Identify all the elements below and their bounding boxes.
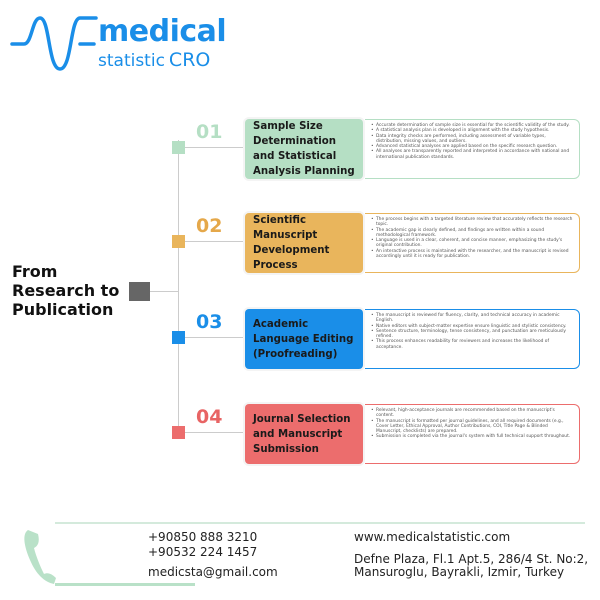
step-point: Native editors with subject-matter exper…	[371, 324, 573, 330]
logo-cro: CRO	[168, 49, 211, 71]
step-point: The manuscript is formatted per journal …	[371, 419, 573, 435]
title-marker	[129, 282, 150, 301]
step-connector	[185, 337, 245, 338]
step-marker	[172, 235, 185, 248]
step-description: The process begins with a targeted liter…	[365, 213, 580, 273]
step-4: 04 Journal Selection and Manuscript Subm…	[0, 404, 600, 466]
step-title-box: Sample Size Determination and Statistica…	[245, 119, 363, 179]
step-point: The process begins with a targeted liter…	[371, 217, 573, 228]
step-connector	[185, 147, 245, 148]
step-number: 02	[196, 215, 223, 237]
step-point: Language is used in a clear, coherent, a…	[371, 238, 573, 249]
phone-number-1[interactable]: +90850 888 3210	[148, 530, 258, 544]
step-point: All analyses are transparently reported …	[371, 149, 573, 160]
step-number: 03	[196, 311, 223, 333]
step-number: 04	[196, 406, 223, 428]
title-connector	[150, 291, 178, 292]
step-point: A statistical analysis plan is developed…	[371, 128, 573, 134]
step-number: 01	[196, 121, 223, 143]
email-link[interactable]: medicsta@gmail.com	[148, 565, 278, 579]
step-1: 01 Sample Size Determination and Statist…	[0, 119, 600, 181]
step-point: Accurate determination of sample size is…	[371, 123, 573, 129]
step-title: Academic Language Editing (Proofreading)	[253, 318, 354, 360]
step-title-box: Journal Selection and Manuscript Submiss…	[245, 404, 363, 464]
phone-number-2[interactable]: +90532 224 1457	[148, 545, 258, 559]
step-title-box: Scientific Manuscript Development Proces…	[245, 213, 363, 273]
step-connector	[185, 241, 245, 242]
step-description: Accurate determination of sample size is…	[365, 119, 580, 179]
page-title: From Research to Publication	[12, 262, 120, 319]
step-description: Relevant, high-acceptance journals are r…	[365, 404, 580, 464]
logo-statistic: statistic	[98, 51, 165, 71]
step-point: This process enhances readability for re…	[371, 339, 573, 350]
website-link[interactable]: www.medicalstatistic.com	[354, 530, 511, 544]
step-point: Data integrity checks are performed, inc…	[371, 134, 573, 145]
step-title-box: Academic Language Editing (Proofreading)	[245, 309, 363, 369]
step-point: An interactive process is maintained wit…	[371, 249, 573, 260]
step-marker	[172, 426, 185, 439]
step-point: Advanced statistical analyses are applie…	[371, 144, 573, 150]
address-line-2: Mansuroglu, Bayrakli, Izmir, Turkey	[354, 565, 565, 579]
step-point: The manuscript is reviewed for fluency, …	[371, 313, 573, 324]
step-description: The manuscript is reviewed for fluency, …	[365, 309, 580, 369]
timeline-line	[178, 140, 179, 433]
phone-icon	[24, 530, 56, 584]
logo-medical: medical	[98, 14, 227, 49]
step-title: Journal Selection and Manuscript Submiss…	[253, 413, 351, 455]
step-point: The academic gap is clearly defined, and…	[371, 228, 573, 239]
address-line-1: Defne Plaza, Fl.1 Apt.5, 286/4 St. No:2,	[354, 552, 589, 566]
wave-logo-icon	[10, 16, 98, 71]
step-point: Relevant, high-acceptance journals are r…	[371, 408, 573, 419]
step-2: 02 Scientific Manuscript Development Pro…	[0, 213, 600, 275]
footer-divider	[55, 522, 585, 524]
footer-underline	[55, 583, 195, 586]
step-point: Submission is completed via the journal'…	[371, 434, 573, 440]
step-point: Sentence structure, terminology, tense c…	[371, 329, 573, 340]
step-marker	[172, 141, 185, 154]
step-title: Scientific Manuscript Development Proces…	[253, 215, 330, 271]
step-connector	[185, 432, 245, 433]
step-3: 03 Academic Language Editing (Proofreadi…	[0, 309, 600, 371]
step-title: Sample Size Determination and Statistica…	[253, 121, 355, 177]
step-marker	[172, 331, 185, 344]
